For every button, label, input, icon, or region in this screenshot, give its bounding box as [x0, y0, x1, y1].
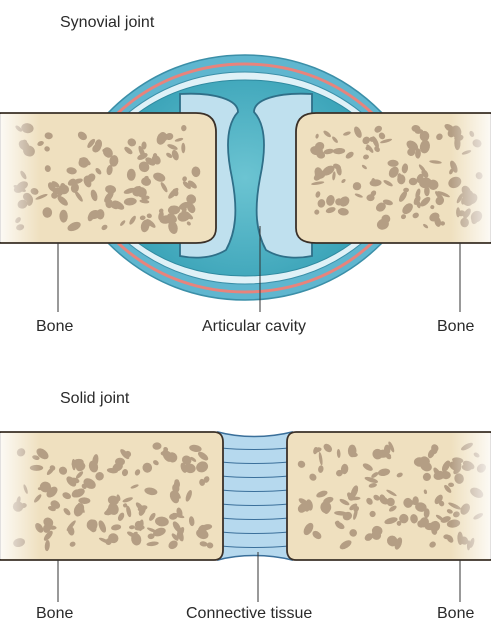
synovial-right-bone-label: Bone [437, 318, 474, 336]
connective-tissue-label: Connective tissue [186, 605, 312, 623]
connective-tissue [218, 432, 292, 560]
synovial-joint-title: Synovial joint [60, 14, 154, 32]
synovial-joint [0, 55, 491, 312]
solid-left-bone-label: Bone [36, 605, 73, 623]
bone-pore [397, 174, 405, 184]
bone-pore [435, 475, 440, 479]
synovial-left-bone-label: Bone [36, 318, 73, 336]
bone-pore [353, 182, 361, 190]
bone-pore [348, 445, 357, 458]
solid-joint [0, 432, 491, 602]
solid-joint-title: Solid joint [60, 390, 129, 408]
solid-right-bone-label: Bone [437, 605, 474, 623]
articular-cavity-label: Articular cavity [202, 318, 306, 336]
bone-pore [409, 178, 418, 186]
